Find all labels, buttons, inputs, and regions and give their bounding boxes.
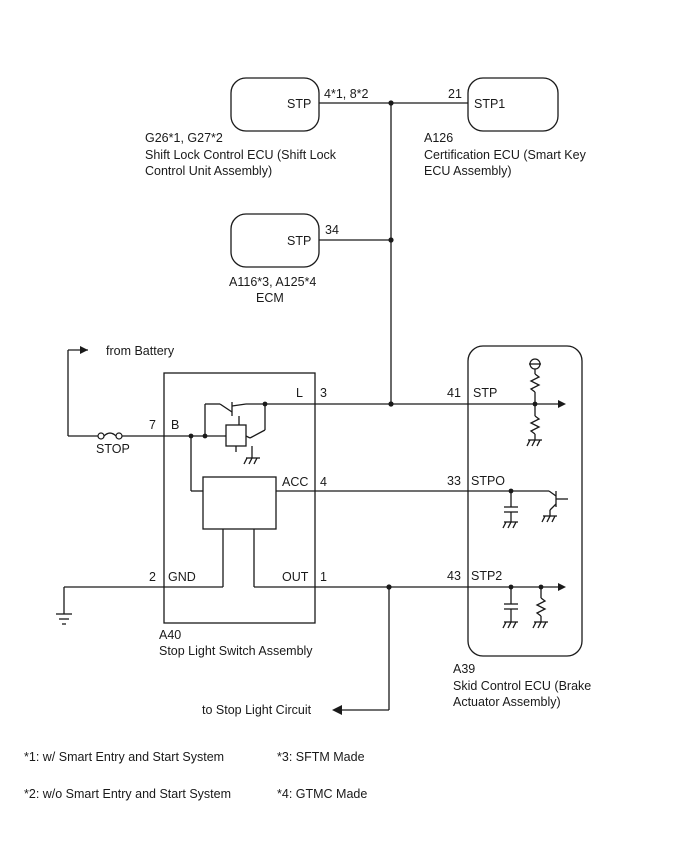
footnote-3: *3: SFTM Made [277, 750, 365, 764]
skid-pin-stp-number: 41 [447, 386, 461, 400]
switch-connector-code: A40 [159, 628, 181, 642]
shift-lock-ecu-name-line1: Shift Lock Control ECU (Shift Lock [145, 148, 337, 162]
stop-light-switch-assembly: 7 B L 3 ACC 4 2 GND OUT 1 A40 Stop Light… [149, 372, 327, 658]
fuse-icon [103, 432, 117, 437]
skid-pin-stp-name: STP [473, 386, 497, 400]
from-battery-label: from Battery [106, 344, 175, 358]
from-battery-arrow-icon [80, 346, 88, 354]
certification-ecu-connector-code: A126 [424, 131, 453, 145]
stp2-input-circuit [468, 583, 566, 629]
certification-ecu-name-line2: ECU Assembly) [424, 164, 512, 178]
footnote-1: *1: w/ Smart Entry and Start System [24, 750, 224, 764]
stp2-resistor-icon [535, 597, 547, 617]
skid-control-ecu-box [467, 345, 583, 657]
battery-feed: from Battery [67, 344, 175, 437]
stp-signal-bus [319, 100, 468, 407]
switch-pin-b-name: B [171, 418, 179, 432]
ecm-connector-codes: A116*3, A125*4 [229, 275, 316, 289]
shift-lock-control-ecu: STP 4*1, 8*2 G26*1, G27*2 Shift Lock Con… [145, 77, 369, 178]
certification-ecu-pin-name: STP1 [474, 97, 505, 111]
stpo-output-circuit [468, 488, 568, 529]
pullup-resistor-icon [529, 373, 541, 393]
ecm-pin-number: 34 [325, 223, 339, 237]
switch-pin-out-number: 1 [320, 570, 327, 584]
stop-fuse: STOP [96, 432, 164, 456]
shift-lock-ecu-name-line2: Control Unit Assembly) [145, 164, 272, 178]
footnotes: *1: w/ Smart Entry and Start System *2: … [24, 750, 367, 801]
bus-junction-top [388, 100, 394, 106]
gnd-wire [56, 586, 223, 625]
shift-lock-ecu-pin-name: STP [287, 97, 311, 111]
switch-pin-gnd-name: GND [168, 570, 196, 584]
ecm-pin-name: STP [287, 234, 311, 248]
switch-internal-circuit [164, 401, 315, 588]
skid-pin-stpo-number: 33 [447, 474, 461, 488]
switch-pin-b-number: 7 [149, 418, 156, 432]
switch-pin-acc-number: 4 [320, 475, 327, 489]
skid-connector-code: A39 [453, 662, 475, 676]
relay-coil-icon [225, 424, 247, 447]
to-stop-light-arrow-icon [332, 705, 342, 715]
switch-pin-gnd-number: 2 [149, 570, 156, 584]
skid-pin-stp2-number: 43 [447, 569, 461, 583]
to-stop-light-label: to Stop Light Circuit [202, 703, 312, 717]
switch-name: Stop Light Switch Assembly [159, 644, 313, 658]
switch-pin-out-name: OUT [282, 570, 309, 584]
switch-pin-l-number: 3 [320, 386, 327, 400]
switch-pin-acc-name: ACC [282, 475, 308, 489]
skid-pin-stp2-name: STP2 [471, 569, 502, 583]
skid-name-line1: Skid Control ECU (Brake [453, 679, 591, 693]
ecm-name: ECM [256, 291, 284, 305]
skid-name-line2: Actuator Assembly) [453, 695, 561, 709]
stp-input-circuit [468, 358, 566, 447]
pulldown-resistor-icon [529, 415, 541, 435]
certification-ecu-name-line1: Certification ECU (Smart Key [424, 148, 587, 162]
footnote-2: *2: w/o Smart Entry and Start System [24, 787, 231, 801]
certification-ecu: STP1 21 A126 Certification ECU (Smart Ke… [424, 77, 587, 178]
fuse-label: STOP [96, 442, 130, 456]
bus-junction-ecm [388, 237, 394, 243]
stp2-input-arrow-icon [558, 583, 566, 591]
skid-control-ecu: 41 STP 33 STPO 43 STP2 A39 Skid Control … [447, 345, 591, 709]
shift-lock-ecu-box [230, 77, 320, 132]
certification-ecu-box [467, 77, 559, 132]
control-ic-block [202, 476, 277, 530]
ecm: STP 34 A116*3, A125*4 ECM [229, 213, 339, 305]
shift-lock-ecu-pin-number: 4*1, 8*2 [324, 87, 369, 101]
skid-pin-stpo-name: STPO [471, 474, 505, 488]
footnote-4: *4: GTMC Made [277, 787, 367, 801]
switch-to-skid-wires: to Stop Light Circuit [202, 403, 468, 717]
shift-lock-ecu-connector-codes: G26*1, G27*2 [145, 131, 223, 145]
switch-pin-l-name: L [296, 386, 303, 400]
stp-input-arrow-icon [558, 400, 566, 408]
certification-ecu-pin-number: 21 [448, 87, 462, 101]
